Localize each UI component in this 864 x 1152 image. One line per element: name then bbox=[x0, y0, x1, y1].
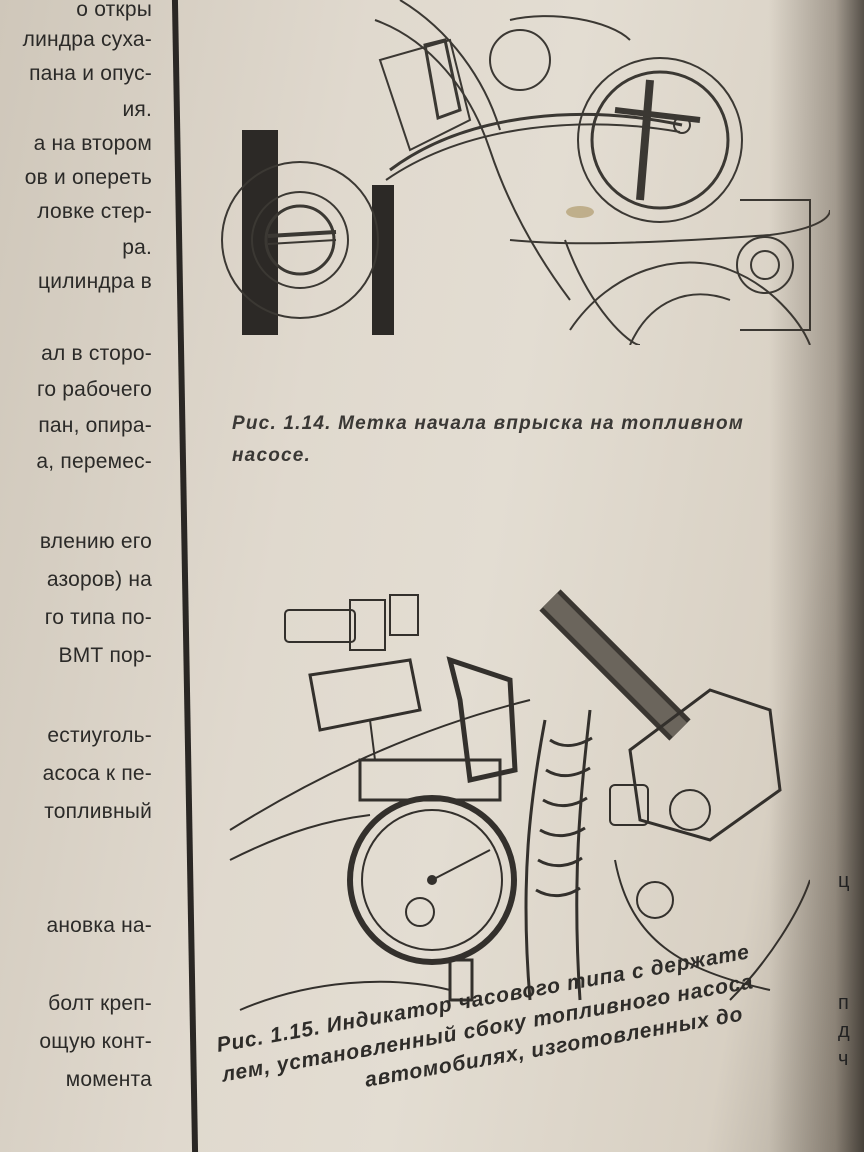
text-line: го рабочего bbox=[36, 378, 152, 401]
caption-line: насосе. bbox=[232, 445, 312, 466]
next-page-fragment: ч bbox=[838, 1048, 849, 1070]
text-line: а, перемес- bbox=[36, 450, 152, 473]
text-line: о откры bbox=[76, 0, 152, 21]
text-line: пана и опус- bbox=[29, 62, 152, 85]
text-line: влению его bbox=[39, 530, 152, 553]
text-line: ал в сторо- bbox=[41, 342, 152, 365]
text-line: линдра суха- bbox=[22, 28, 152, 51]
text-line: ВМТ пор- bbox=[58, 644, 152, 667]
text-line: ановка на- bbox=[46, 914, 152, 937]
text-line: ия. bbox=[122, 98, 152, 121]
next-page-fragment: ц bbox=[838, 870, 850, 892]
text-line: асоса к пе- bbox=[42, 762, 152, 785]
left-text-column: о откры линдра суха- пана и опус- ия. а … bbox=[0, 0, 180, 1152]
next-page-fragment: д bbox=[838, 1020, 850, 1042]
text-line: го типа по- bbox=[44, 606, 152, 629]
text-line: естиуголь- bbox=[47, 724, 152, 747]
figure-1-14-caption: Рис. 1.14. Метка начала впрыска на топли… bbox=[232, 408, 744, 472]
page-edge-shadow bbox=[769, 0, 864, 1152]
text-line: топливный bbox=[44, 800, 152, 823]
text-line: цилиндра в bbox=[38, 270, 152, 293]
next-page-fragment: п bbox=[838, 992, 849, 1014]
text-line: азоров) на bbox=[46, 568, 152, 591]
text-line: ощую конт- bbox=[39, 1030, 152, 1053]
text-line: ра. bbox=[122, 236, 152, 259]
text-line: болт креп- bbox=[48, 992, 152, 1015]
text-line: пан, опира- bbox=[38, 414, 152, 437]
text-line: а на втором bbox=[33, 132, 152, 155]
text-line: ов и оперeть bbox=[24, 166, 152, 189]
text-line: ловке стер- bbox=[37, 200, 152, 223]
caption-line: Рис. 1.14. Метка начала впрыска на топли… bbox=[232, 413, 745, 434]
text-line: момента bbox=[65, 1068, 152, 1091]
figure-1-14-illustration bbox=[210, 0, 830, 345]
